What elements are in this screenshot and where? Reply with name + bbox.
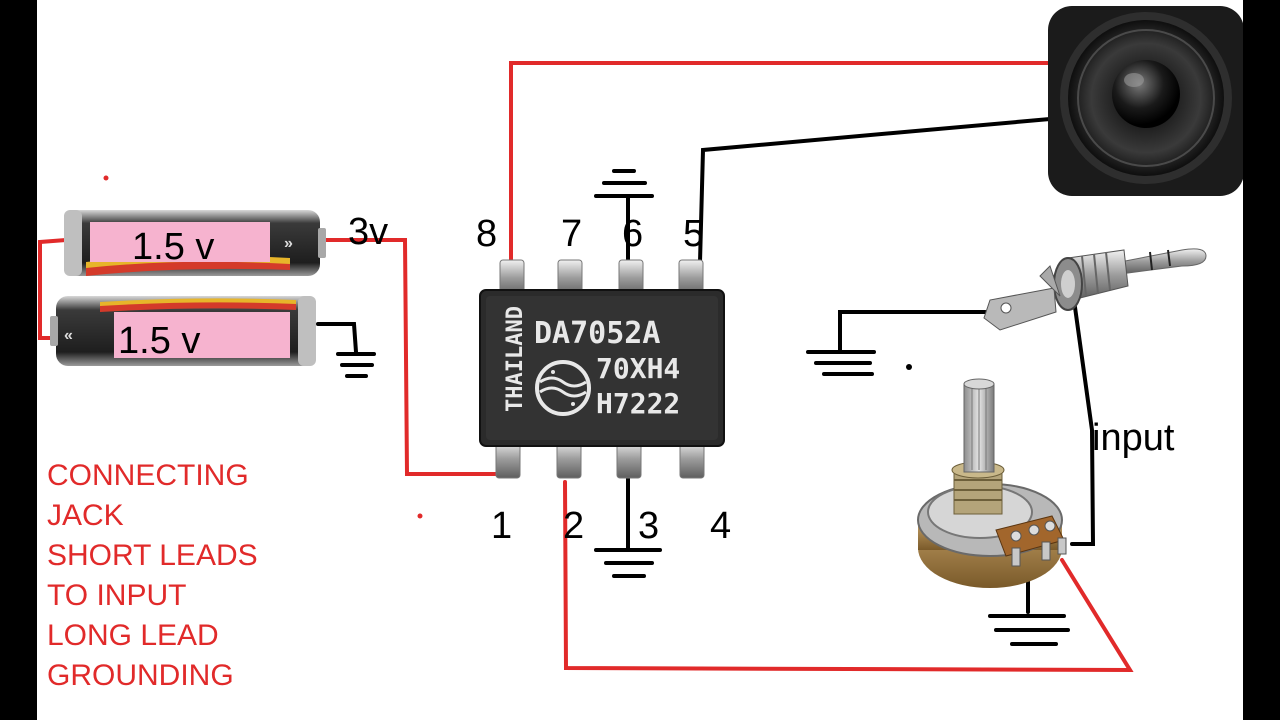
note-line: JACK bbox=[47, 499, 124, 532]
chip-line2: 70XH4 bbox=[596, 352, 680, 385]
chip-line1: DA7052A bbox=[534, 316, 660, 351]
chip-origin-text: THAILAND bbox=[503, 306, 528, 412]
ground-symbol-pin3 bbox=[594, 548, 662, 578]
wire-battery-pin1 bbox=[316, 238, 502, 476]
red-wires bbox=[38, 61, 1134, 673]
audio-jack-icon bbox=[983, 248, 1207, 331]
ground-symbol-pin6 bbox=[594, 169, 654, 198]
pin-label-6: 6 bbox=[622, 213, 643, 255]
wire-pin2-pot bbox=[563, 480, 1134, 673]
pin-label-8: 8 bbox=[476, 213, 497, 255]
wire-battery-ground bbox=[316, 322, 358, 354]
pin-label-4: 4 bbox=[710, 505, 731, 547]
battery-top-label: 1.5 v bbox=[132, 226, 214, 268]
voltage-label: 3v bbox=[348, 211, 388, 253]
svg-text:»: » bbox=[284, 235, 293, 252]
note-line: LONG LEAD bbox=[47, 619, 219, 652]
note-line: TO INPUT bbox=[47, 579, 187, 612]
note-line: CONNECTING bbox=[47, 459, 249, 492]
stray-dot bbox=[417, 513, 423, 519]
instruction-notes: CONNECTING JACK SHORT LEADS TO INPUT LON… bbox=[47, 456, 347, 696]
stray-dot bbox=[103, 175, 109, 181]
speaker-icon bbox=[1048, 6, 1243, 196]
battery-top-label-bg bbox=[90, 222, 270, 262]
ground-symbol-pot bbox=[988, 614, 1070, 646]
note-line: GROUNDING bbox=[47, 659, 234, 692]
battery-bottom-label-bg bbox=[114, 312, 290, 358]
wire-pin8-speaker bbox=[509, 61, 1064, 267]
philips-logo bbox=[535, 360, 591, 416]
wire-pin5-speaker bbox=[698, 117, 1052, 264]
stray-dot bbox=[906, 364, 912, 370]
pin-label-7: 7 bbox=[561, 213, 582, 255]
ground-symbol-jack bbox=[806, 350, 876, 376]
ic-chip: THAILAND DA7052A 70XH4 H7222 bbox=[479, 259, 725, 479]
circuit-canvas: » « 1.5 v 1.5 v 3v THAILAND bbox=[37, 0, 1243, 720]
ground-symbol-battery bbox=[336, 352, 376, 378]
pin-label-3: 3 bbox=[638, 505, 659, 547]
circuit-diagram: » « 1.5 v 1.5 v 3v THAILAND bbox=[38, 6, 1243, 673]
note-line: SHORT LEADS bbox=[47, 539, 258, 572]
svg-text:«: « bbox=[64, 327, 73, 344]
chip-bottom-pins bbox=[495, 439, 705, 479]
pin-label-2: 2 bbox=[563, 505, 584, 547]
chip-line3: H7222 bbox=[596, 387, 680, 420]
battery-bottom-label: 1.5 v bbox=[118, 320, 200, 362]
pin-label-1: 1 bbox=[491, 505, 512, 547]
wire-jack-ground bbox=[838, 310, 987, 352]
input-label: input bbox=[1092, 417, 1175, 459]
potentiometer-icon bbox=[917, 378, 1067, 588]
pin-label-5: 5 bbox=[683, 213, 704, 255]
